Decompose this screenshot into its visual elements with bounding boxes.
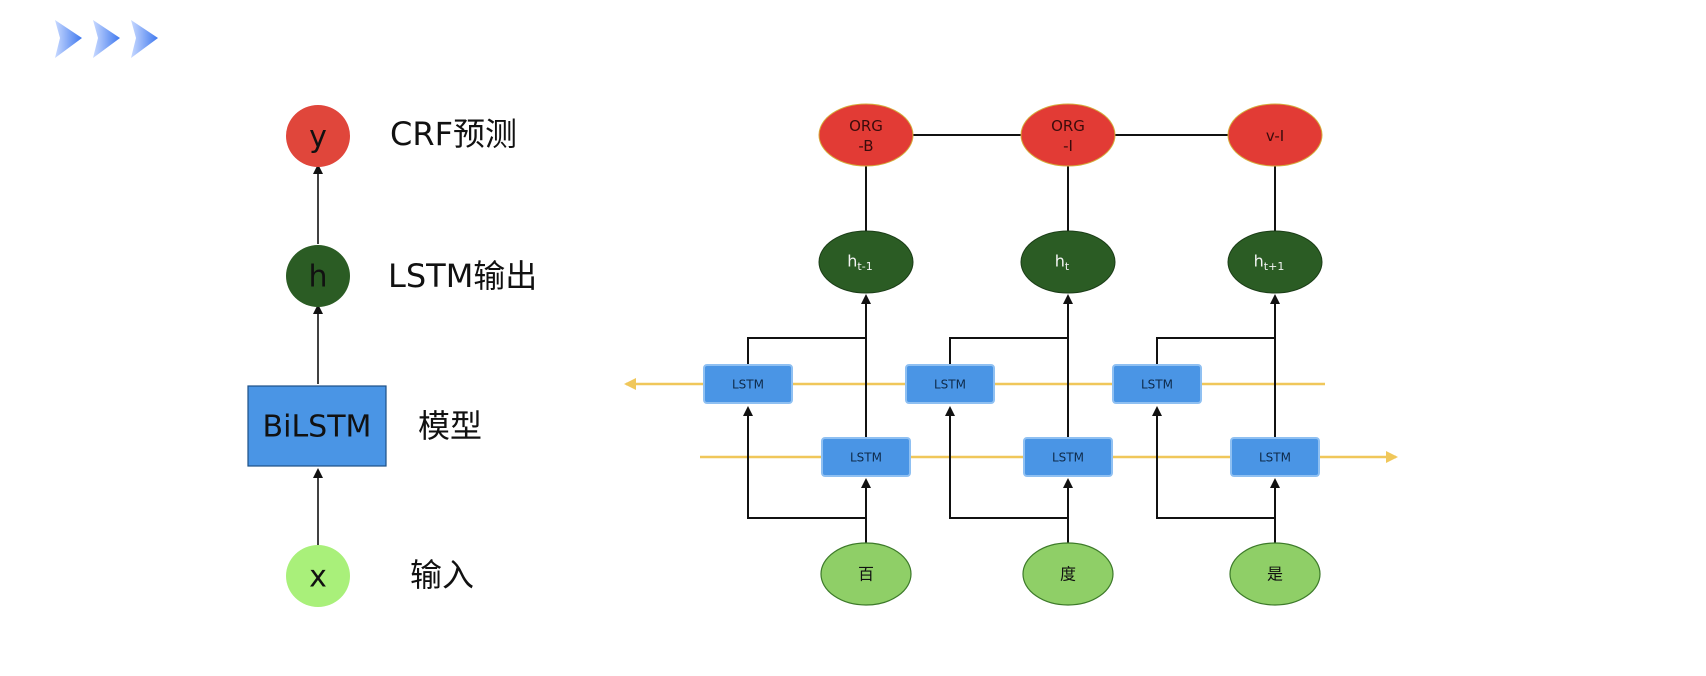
forward-lstm-cell [1023, 437, 1113, 477]
chevron-decoration [55, 20, 158, 58]
crf-tag-label: v-I [1266, 127, 1284, 145]
chevron-icon [93, 20, 120, 58]
crf-tag-label: ORG-B [849, 117, 883, 155]
legend-stack: y CRF预测 h LSTM输出 BiLSTM 模型 x 输入 [247, 105, 537, 607]
legend-y-label: CRF预测 [390, 115, 517, 153]
backward-to-hidden-link [1156, 337, 1275, 365]
bilstm-crf-network: LSTMLSTMORG-Bht-1百LSTMLSTMORG-Iht度LSTMLS… [624, 103, 1398, 606]
legend-h-node [286, 245, 350, 307]
crf-tag-node [1227, 103, 1323, 167]
forward-lstm-label: LSTM [850, 451, 882, 465]
backward-to-hidden-link [747, 337, 866, 365]
chevron-icon [55, 20, 82, 58]
crf-tag-node [818, 103, 914, 167]
input-to-backward-arrow [945, 406, 1068, 519]
legend-bilstm-box [247, 385, 387, 467]
crf-tag-label: ORG-I [1051, 117, 1085, 155]
backward-lstm-cell [905, 364, 995, 404]
hidden-state-node [1227, 230, 1323, 294]
hidden-state-node [1020, 230, 1116, 294]
forward-lstm-cell [1230, 437, 1320, 477]
forward-lstm-label: LSTM [1259, 451, 1291, 465]
hidden-state-node [818, 230, 914, 294]
input-token-label: 是 [1267, 565, 1283, 584]
backward-lstm-label: LSTM [732, 378, 764, 392]
input-token-node [1229, 542, 1321, 606]
chevron-icon [131, 20, 158, 58]
input-token-label: 度 [1060, 565, 1076, 584]
forward-lstm-label: LSTM [1052, 451, 1084, 465]
input-token-label: 百 [858, 565, 874, 584]
input-token-node [1022, 542, 1114, 606]
legend-x-symbol: x [309, 560, 327, 595]
legend-y-symbol: y [309, 120, 327, 155]
legend-h-symbol: h [308, 260, 327, 295]
legend-bilstm-symbol: BiLSTM [263, 410, 372, 445]
backward-to-hidden-link [949, 337, 1068, 365]
forward-lstm-cell [821, 437, 911, 477]
legend-h-label: LSTM输出 [388, 257, 537, 295]
backward-lstm-cell [703, 364, 793, 404]
crf-tag-node [1020, 103, 1116, 167]
input-token-node [820, 542, 912, 606]
input-to-backward-arrow [1152, 406, 1275, 519]
legend-model-label: 模型 [418, 407, 482, 445]
input-to-backward-arrow [743, 406, 866, 519]
backward-lstm-cell [1112, 364, 1202, 404]
legend-x-label: 输入 [410, 556, 474, 594]
backward-lstm-label: LSTM [934, 378, 966, 392]
legend-x-node [286, 545, 350, 607]
legend-y-node [286, 105, 350, 167]
backward-lstm-label: LSTM [1141, 378, 1173, 392]
